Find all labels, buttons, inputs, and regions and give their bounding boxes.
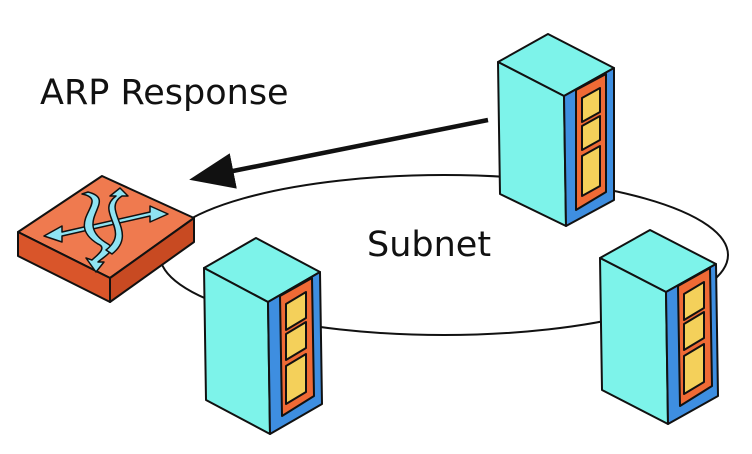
arp-response-label: ARP Response [40,73,289,113]
server-icon-bottom-left [203,237,323,435]
switch-icon [17,175,195,303]
server-icon-top [497,33,615,227]
subnet-label: Subnet [367,225,492,265]
arp-response-arrow [189,117,489,189]
server-icon-bottom-right [599,229,719,425]
